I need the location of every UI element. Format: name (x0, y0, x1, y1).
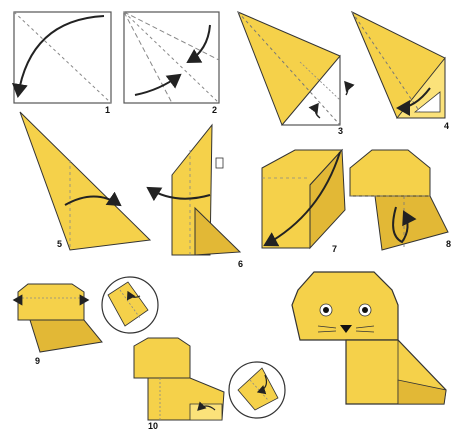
step-label-10: 10 (148, 422, 158, 431)
step-10-zoom-circle (229, 362, 285, 418)
step-label-5: 5 (57, 240, 62, 249)
step-1-square (14, 12, 111, 103)
step-label-3: 3 (338, 127, 343, 136)
step-8-head (350, 150, 448, 250)
step-10-cat (134, 338, 224, 420)
finished-cat (292, 272, 446, 404)
step-label-4: 4 (444, 122, 449, 131)
step-7-shape (262, 150, 345, 248)
step-label-9: 9 (35, 357, 40, 366)
step-label-7: 7 (332, 245, 337, 254)
step-5-triangle (20, 112, 150, 250)
step-label-6: 6 (238, 260, 243, 269)
step-9-cat (14, 284, 102, 352)
step-3-kite (238, 12, 348, 125)
step-9-zoom-circle (102, 277, 158, 333)
step-label-2: 2 (212, 106, 217, 115)
step-2-square (124, 12, 219, 103)
step-label-1: 1 (105, 106, 110, 115)
step-6-shape (148, 125, 240, 255)
step-4-kite (352, 12, 445, 118)
step-label-8: 8 (446, 240, 451, 249)
